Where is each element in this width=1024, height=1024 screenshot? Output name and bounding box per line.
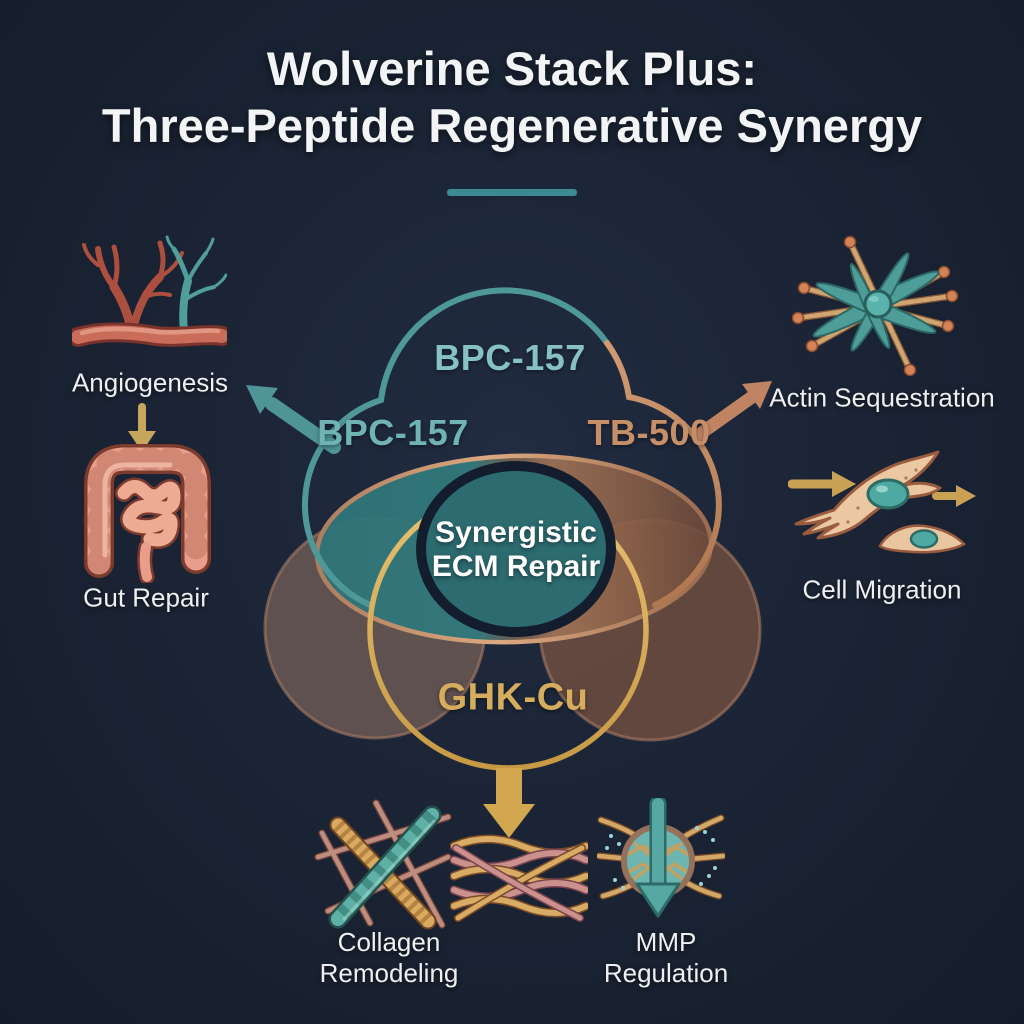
mmp-enzyme-icon — [597, 798, 725, 918]
ghkcu-label: GHK-Cu — [437, 676, 589, 719]
cell-migration-label: Cell Migration — [802, 574, 962, 605]
teal-arrow-icon — [246, 385, 341, 454]
actin-filaments-icon — [792, 235, 959, 377]
migration-arrow-left — [788, 471, 856, 497]
angiogenesis-label: Angiogenesis — [71, 367, 229, 398]
tb500-label: TB-500 — [587, 412, 711, 453]
mmp-down-arrow — [635, 798, 681, 918]
red-vessel-branches — [82, 240, 184, 338]
synergy-center-shape — [416, 461, 616, 637]
bpc157-top-label: BPC-157 — [434, 337, 586, 378]
actin-sequestration-label: Actin Sequestration — [769, 382, 995, 413]
teal-vessel-branches — [165, 235, 227, 335]
second-cell-nucleus — [909, 529, 939, 549]
enzyme-dots — [605, 826, 717, 890]
collagen-fibers-icon — [314, 799, 452, 930]
copper-arrow-icon — [693, 381, 772, 441]
page-title: Wolverine Stack Plus: Three-Peptide Rege… — [0, 40, 1024, 154]
intestine-icon — [84, 444, 211, 583]
bpc157-circle-outline — [301, 287, 610, 608]
blood-vessel-icon — [72, 235, 227, 347]
collagen-remodeling-label: Collagen Remodeling — [319, 927, 459, 988]
cell-migration-icon — [788, 450, 976, 554]
tb500-circle-outline — [604, 340, 722, 608]
title-line-2: Three-Peptide Regenerative Synergy — [101, 99, 923, 152]
title-line-1: Wolverine Stack Plus: — [266, 42, 758, 95]
gut-repair-label: Gut Repair — [83, 582, 209, 613]
ecm-fibers-icon — [450, 834, 588, 922]
synergy-center-label: Synergistic ECM Repair — [431, 516, 601, 583]
title-divider — [447, 189, 577, 196]
cell-nucleus — [866, 478, 910, 510]
small-gold-arrow-icon — [128, 403, 156, 452]
migration-arrow-right — [932, 485, 976, 507]
gold-down-arrow-icon — [483, 768, 535, 838]
bpc157-left-label: BPC-157 — [317, 412, 469, 453]
mmp-regulation-label: MMP Regulation — [603, 927, 729, 988]
actin-core — [863, 289, 893, 319]
